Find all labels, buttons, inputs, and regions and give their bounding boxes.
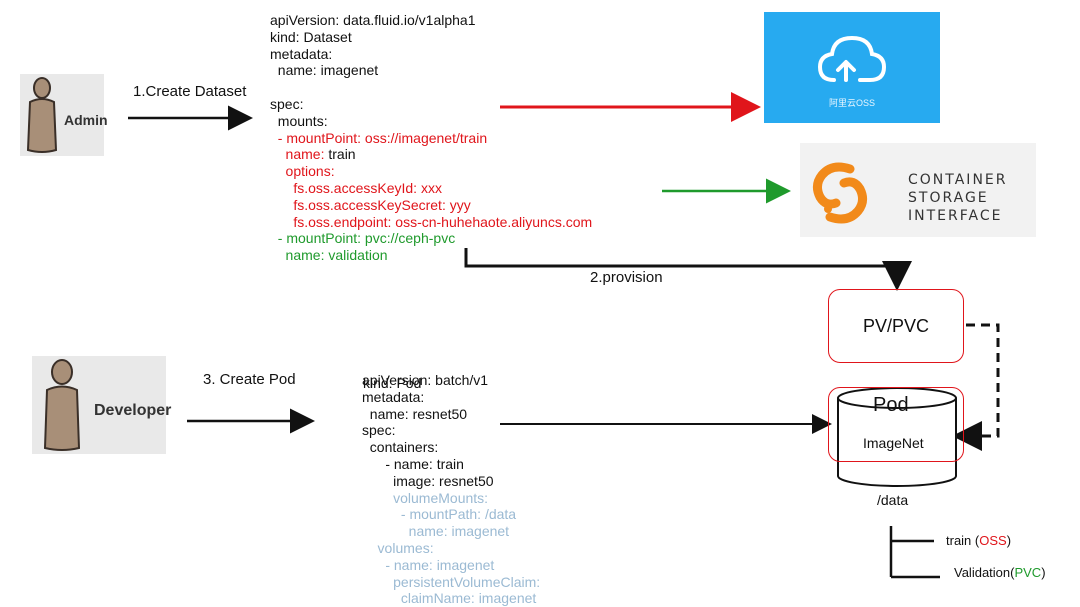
yaml-line: apiVersion: batch/v1 xyxy=(362,372,489,388)
step-provision: 2.provision xyxy=(590,269,663,286)
yaml-line: name: imagenet xyxy=(270,62,379,79)
step-create-pod: 3. Create Pod xyxy=(203,371,296,388)
person-icon xyxy=(43,359,81,451)
yaml-line: volumes: xyxy=(362,539,434,556)
yaml-line: kind: Dataset xyxy=(270,28,352,45)
yaml-line: fs.oss.accessKeySecret: yyy xyxy=(270,196,471,213)
aliyun-oss-logo: 阿里云OSS xyxy=(764,12,940,123)
oss-caption: 阿里云OSS xyxy=(828,98,875,108)
yaml-line: fs.oss.accessKeyId: xxx xyxy=(270,179,442,196)
yaml-line: name: imagenet xyxy=(362,523,510,540)
admin-figure: Admin xyxy=(20,74,108,156)
arrow-provision xyxy=(464,248,912,291)
csi-logo: CONTAINER STORAGE INTERFACE xyxy=(800,143,1036,237)
csi-line-2: STORAGE xyxy=(908,190,989,206)
yaml-line: - name: imagenet xyxy=(362,556,495,573)
yaml-line: containers: xyxy=(362,439,439,456)
admin-label: Admin xyxy=(64,112,108,128)
pv-pvc-label: PV/PVC xyxy=(862,315,930,336)
yaml-line: options: xyxy=(270,163,335,180)
yaml-line: - name: train xyxy=(362,455,464,472)
yaml-line: persistentVolumeClaim: xyxy=(362,573,541,590)
cloud-upload-icon xyxy=(817,35,887,82)
developer-label: Developer xyxy=(94,402,172,419)
csi-line-3: INTERFACE xyxy=(908,208,1003,224)
pod-label: Pod xyxy=(873,394,909,416)
pod-kind-line: kind: Pod xyxy=(363,375,422,391)
yaml-line: spec: xyxy=(270,95,304,112)
person-icon xyxy=(26,77,58,153)
pv-pvc-box: PV/PVC xyxy=(828,289,964,363)
developer-figure: Developer xyxy=(32,356,171,454)
yaml-line: apiVersion: data.fluid.io/v1alpha1 xyxy=(270,12,476,28)
yaml-line: volumeMounts: xyxy=(362,489,489,506)
tree-validation: Validation(PVC) xyxy=(954,565,1046,580)
csi-line-1: CONTAINER xyxy=(908,172,1008,188)
yaml-line: - mountPoint: oss://imagenet/train xyxy=(270,129,488,146)
csi-mark-icon xyxy=(812,162,868,224)
yaml-line: name: resnet50 xyxy=(362,405,468,422)
yaml-line: name: train xyxy=(270,146,356,163)
data-path-label: /data xyxy=(877,492,909,508)
yaml-line: - mountPoint: pvc://ceph-pvc xyxy=(270,230,456,247)
data-tree xyxy=(889,526,940,579)
yaml-line: name: validation xyxy=(270,247,388,264)
yaml-line: - mountPath: /data xyxy=(362,506,517,523)
pod-cylinder xyxy=(837,387,957,487)
yaml-line: spec: xyxy=(362,422,396,439)
yaml-line: fs.oss.endpoint: oss-cn-huhehaote.aliyun… xyxy=(270,213,593,230)
imagenet-label: ImageNet xyxy=(863,435,924,451)
pod-box: Pod ImageNet xyxy=(828,387,964,462)
yaml-line: image: resnet50 xyxy=(362,472,494,489)
yaml-line: metadata: xyxy=(270,45,333,62)
step-create-dataset: 1.Create Dataset xyxy=(133,83,247,100)
yaml-line: mounts: xyxy=(270,112,328,129)
yaml-line: metadata: xyxy=(362,388,425,405)
arrow-pvc-to-pod xyxy=(952,323,1000,451)
tree-train: train (OSS) xyxy=(946,533,1012,548)
